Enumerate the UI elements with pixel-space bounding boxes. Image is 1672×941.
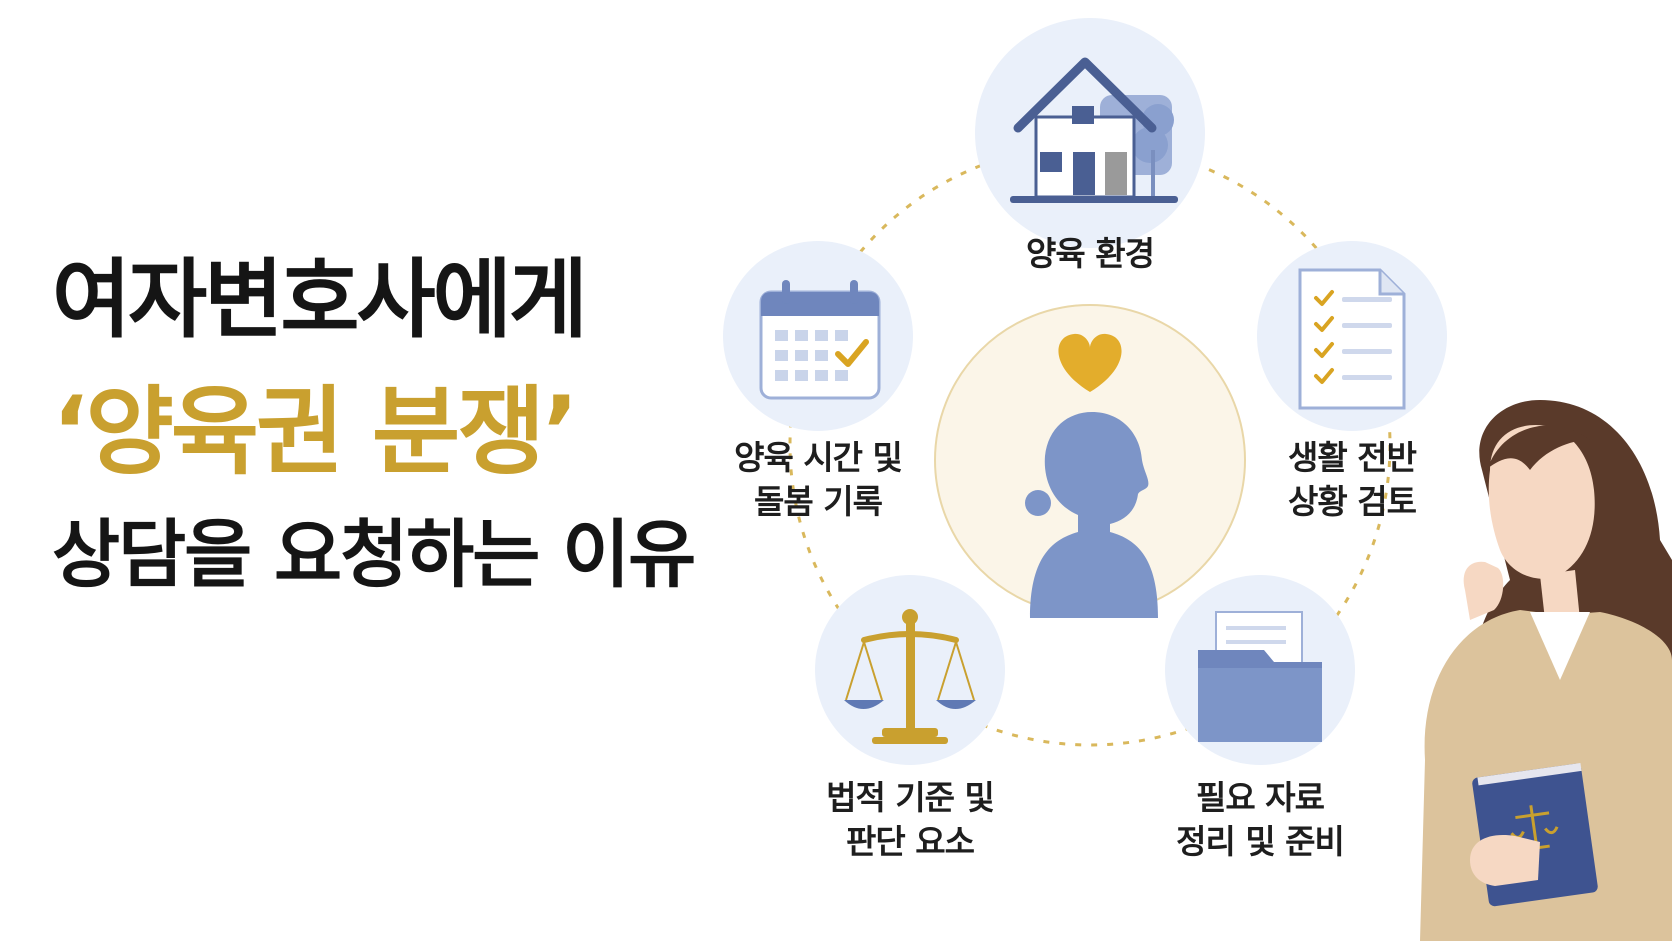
label-life-review-line1: 생활 전반	[1288, 438, 1417, 477]
label-time-record: 양육 시간 및 돌봄 기록	[700, 436, 936, 524]
child-silhouette-icon	[1025, 412, 1158, 618]
title-block: 여자변호사에게 ‘양육권 분쟁’ 상담을 요청하는 이유	[52, 250, 696, 600]
folder-icon	[1198, 611, 1322, 742]
checklist-icon	[1298, 268, 1406, 410]
calendar-icon	[759, 280, 881, 400]
title-line-3: 상담을 요청하는 이유	[52, 512, 696, 598]
label-documents-line1: 필요 자료	[1196, 778, 1325, 817]
heart-icon	[1058, 333, 1122, 392]
label-time-record-line1: 양육 시간 및	[734, 438, 903, 477]
title-line-1: 여자변호사에게	[52, 250, 588, 350]
label-life-review-line2: 상황 검토	[1288, 482, 1417, 521]
lawyer-illustration	[1420, 400, 1672, 941]
label-documents: 필요 자료 정리 및 준비	[1140, 776, 1380, 864]
label-environment: 양육 환경	[1026, 234, 1155, 273]
title-line-2: ‘양육권 분쟁’	[52, 376, 579, 488]
label-legal-line2: 판단 요소	[846, 822, 975, 861]
label-legal: 법적 기준 및 판단 요소	[790, 776, 1030, 864]
label-life-review: 생활 전반 상황 검토	[1250, 436, 1454, 524]
scales-icon	[844, 609, 976, 744]
label-documents-line2: 정리 및 준비	[1176, 822, 1345, 861]
label-time-record-line2: 돌봄 기록	[754, 482, 883, 521]
label-legal-line1: 법적 기준 및	[826, 778, 995, 817]
house-icon	[1010, 57, 1178, 203]
